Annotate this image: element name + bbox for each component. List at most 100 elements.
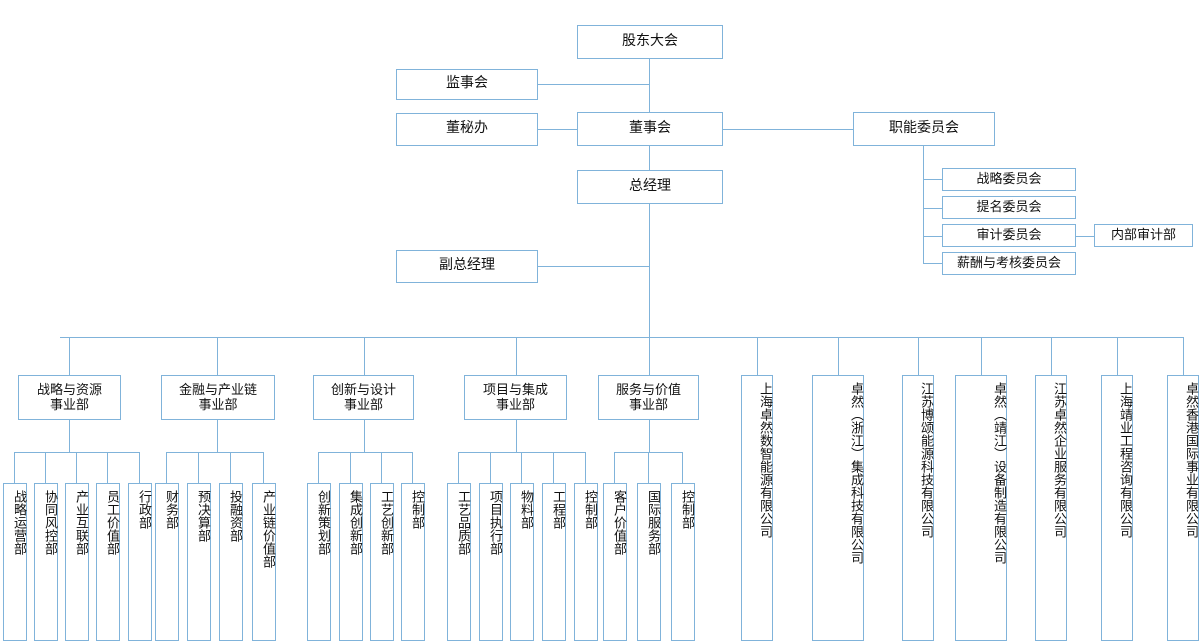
line-shareholders-to-board	[649, 58, 650, 113]
node-department-4-5[interactable]: 控制部	[574, 483, 598, 641]
label-department-3-4: 控制部	[410, 490, 425, 529]
node-department-1-4[interactable]: 员工价值部	[96, 483, 120, 641]
line-dept-5-1	[614, 452, 615, 483]
node-department-3-2[interactable]: 集成创新部	[339, 483, 363, 641]
line-main-bus	[60, 337, 1183, 338]
node-functional-committees[interactable]: 职能委员会	[853, 112, 995, 146]
node-subsidiary-2[interactable]: 卓然（浙江）集成科技有限公司	[812, 375, 864, 641]
label-subsidiary-7: 卓然香港国际事业有限公司	[1184, 382, 1199, 538]
line-committee-2	[923, 208, 943, 209]
line-audit-to-internal-audit	[1076, 236, 1094, 237]
node-committee-strategy[interactable]: 战略委员会	[942, 168, 1076, 191]
node-department-2-1[interactable]: 财务部	[155, 483, 179, 641]
node-department-2-3[interactable]: 投融资部	[219, 483, 243, 641]
line-dept-3-1	[318, 452, 319, 483]
node-shareholders-meeting[interactable]: 股东大会	[577, 25, 723, 59]
node-division-2[interactable]: 金融与产业链 事业部	[161, 375, 275, 420]
node-department-1-1[interactable]: 战略运营部	[3, 483, 27, 641]
line-division-1-stem	[69, 420, 70, 452]
node-committee-remuneration[interactable]: 薪酬与考核委员会	[942, 252, 1076, 275]
line-division-4-stem	[516, 420, 517, 452]
line-bus-to-division-3	[364, 337, 365, 375]
node-department-3-1[interactable]: 创新策划部	[307, 483, 331, 641]
node-department-3-3[interactable]: 工艺创新部	[370, 483, 394, 641]
line-committee-1	[923, 179, 943, 180]
line-dgm-to-trunk	[538, 266, 650, 267]
line-bus-to-division-1	[69, 337, 70, 375]
node-department-1-5[interactable]: 行政部	[128, 483, 152, 641]
label-board-secretary-office: 董秘办	[446, 121, 488, 137]
node-division-5[interactable]: 服务与价值 事业部	[598, 375, 699, 420]
label-supervisory-board: 监事会	[446, 76, 488, 92]
line-bus-to-subsidiary-4	[981, 337, 982, 375]
node-department-4-3[interactable]: 物料部	[510, 483, 534, 641]
label-subsidiary-3: 江苏博颂能源科技有限公司	[919, 382, 934, 538]
line-dept-4-1	[458, 452, 459, 483]
node-general-manager[interactable]: 总经理	[577, 170, 723, 204]
node-deputy-general-manager[interactable]: 副总经理	[396, 250, 538, 283]
node-subsidiary-3[interactable]: 江苏博颂能源科技有限公司	[902, 375, 934, 641]
node-department-5-3[interactable]: 控制部	[671, 483, 695, 641]
label-internal-audit-department: 内部审计部	[1110, 227, 1176, 243]
label-subsidiary-6: 上海靖业工程咨询有限公司	[1118, 382, 1133, 538]
line-dept-1-5	[139, 452, 140, 483]
line-board-to-committees	[723, 129, 853, 130]
line-committee-spine	[923, 146, 924, 263]
label-department-3-3: 工艺创新部	[379, 490, 394, 555]
line-division-3-bus	[318, 452, 412, 453]
line-dept-1-4	[107, 452, 108, 483]
line-division-2-stem	[217, 420, 218, 452]
node-department-5-2[interactable]: 国际服务部	[637, 483, 661, 641]
label-subsidiary-5: 江苏卓然企业服务有限公司	[1052, 382, 1067, 538]
node-division-1[interactable]: 战略与资源 事业部	[18, 375, 121, 420]
label-department-5-3: 控制部	[680, 490, 695, 529]
node-department-5-1[interactable]: 客户价值部	[603, 483, 627, 641]
line-dept-2-2	[198, 452, 199, 483]
node-department-2-4[interactable]: 产业链价值部	[252, 483, 276, 641]
line-dept-4-2	[490, 452, 491, 483]
node-department-1-3[interactable]: 产业互联部	[65, 483, 89, 641]
label-subsidiary-1: 上海卓然数智能源有限公司	[758, 382, 773, 538]
label-shareholders-meeting: 股东大会	[622, 33, 678, 49]
line-secretary-to-board	[538, 129, 578, 130]
line-bus-to-subsidiary-2	[838, 337, 839, 375]
line-bus-to-subsidiary-1	[757, 337, 758, 375]
node-subsidiary-7[interactable]: 卓然香港国际事业有限公司	[1167, 375, 1199, 641]
node-department-3-4[interactable]: 控制部	[401, 483, 425, 641]
label-department-5-1: 客户价值部	[612, 490, 627, 555]
node-committee-audit[interactable]: 审计委员会	[942, 224, 1076, 247]
node-subsidiary-4[interactable]: 卓然（靖江）设备制造有限公司	[955, 375, 1007, 641]
label-department-4-4: 工程部	[551, 490, 566, 529]
label-department-2-4: 产业链价值部	[261, 490, 276, 568]
line-dept-3-3	[381, 452, 382, 483]
node-department-1-2[interactable]: 协同风控部	[34, 483, 58, 641]
line-dept-5-3	[682, 452, 683, 483]
line-committee-4	[923, 263, 943, 264]
node-internal-audit-department[interactable]: 内部审计部	[1094, 224, 1193, 247]
line-dept-3-2	[350, 452, 351, 483]
label-functional-committees: 职能委员会	[889, 120, 959, 136]
node-department-2-2[interactable]: 预决算部	[187, 483, 211, 641]
node-division-3[interactable]: 创新与设计 事业部	[313, 375, 414, 420]
label-board-of-directors: 董事会	[629, 120, 671, 136]
label-department-2-2: 预决算部	[196, 490, 211, 542]
line-bus-to-subsidiary-3	[918, 337, 919, 375]
node-board-of-directors[interactable]: 董事会	[577, 112, 723, 146]
line-dept-4-4	[553, 452, 554, 483]
node-division-4[interactable]: 项目与集成 事业部	[464, 375, 567, 420]
node-subsidiary-6[interactable]: 上海靖业工程咨询有限公司	[1101, 375, 1133, 641]
node-department-4-2[interactable]: 项目执行部	[479, 483, 503, 641]
label-division-3: 创新与设计 事业部	[330, 381, 396, 412]
label-committee-nomination: 提名委员会	[976, 199, 1042, 215]
node-department-4-4[interactable]: 工程部	[542, 483, 566, 641]
node-subsidiary-1[interactable]: 上海卓然数智能源有限公司	[741, 375, 773, 641]
node-department-4-1[interactable]: 工艺品质部	[447, 483, 471, 641]
label-subsidiary-4: 卓然（靖江）设备制造有限公司	[992, 382, 1007, 564]
node-supervisory-board[interactable]: 监事会	[396, 69, 538, 100]
label-committee-strategy: 战略委员会	[976, 171, 1042, 187]
label-department-1-5: 行政部	[137, 490, 152, 529]
node-subsidiary-5[interactable]: 江苏卓然企业服务有限公司	[1035, 375, 1067, 641]
node-board-secretary-office[interactable]: 董秘办	[396, 113, 538, 146]
node-committee-nomination[interactable]: 提名委员会	[942, 196, 1076, 219]
